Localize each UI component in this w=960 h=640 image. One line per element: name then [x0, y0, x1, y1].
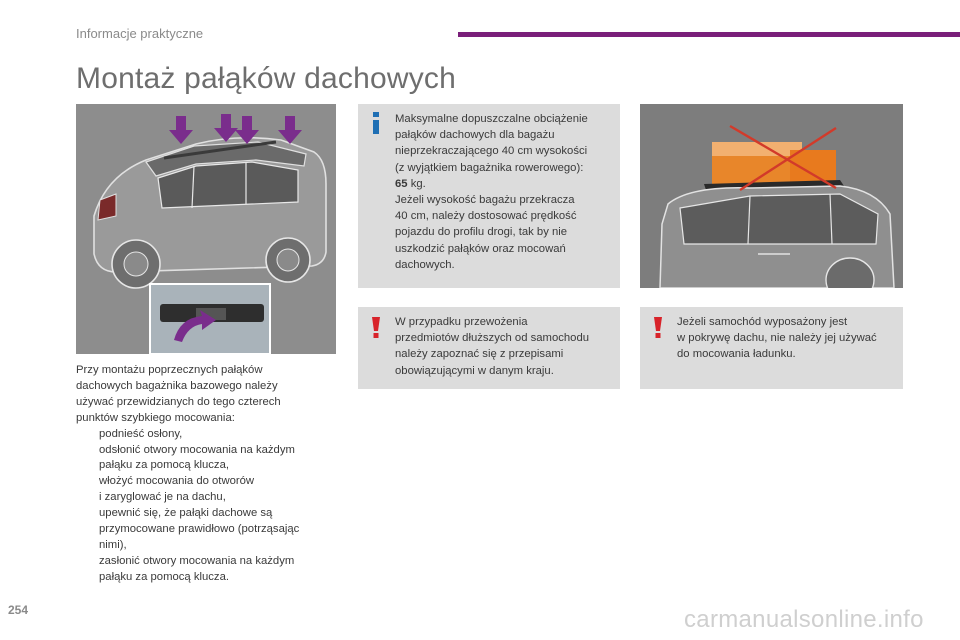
- info-box-lines-2: Jeżeli wysokość bagażu przekracza 40 cm,…: [395, 194, 577, 271]
- warning-box-sunroof: Jeżeli samochód wyposażony jest w pokryw…: [640, 307, 903, 389]
- info-box-text: Maksymalne dopuszczalne obciążenie pałąk…: [395, 111, 610, 273]
- info-box-max-load: Maksymalne dopuszczalne obciążenie pałąk…: [358, 104, 620, 288]
- watermark: carmanualsonline.info: [684, 606, 924, 633]
- car-oversize-load-illustration: [640, 104, 903, 288]
- info-icon: [373, 112, 379, 134]
- header-accent-bar: [458, 32, 960, 37]
- instruction-step: podnieść osłony,: [99, 427, 183, 440]
- car-roof-fixing-illustration: [76, 104, 336, 354]
- max-load-unit: kg.: [407, 177, 426, 190]
- instructions: Przy montażu poprzecznych pałąków dachow…: [76, 363, 338, 586]
- instruction-step: włożyć mocowania do otworów i zaryglować…: [99, 475, 255, 504]
- instruction-step: zasłonić otwory mocowania na każdym pałą…: [99, 554, 295, 583]
- exclamation-icon: [372, 317, 380, 338]
- instructions-intro: Przy montażu poprzecznych pałąków dachow…: [76, 364, 281, 424]
- instruction-steps: podnieść osłony, odsłonić otwory mocowan…: [76, 427, 338, 586]
- warning-box-long-loads: W przypadku przewożenia przedmiotów dłuż…: [358, 307, 620, 389]
- warning-sunroof-text: Jeżeli samochód wyposażony jest w pokryw…: [677, 316, 877, 361]
- page-title: Montaż pałąków dachowych: [76, 62, 457, 95]
- instruction-step: odsłonić otwory mocowania na każdym pałą…: [99, 443, 295, 472]
- warning-long-loads-text: W przypadku przewożenia przedmiotów dłuż…: [395, 316, 590, 377]
- exclamation-icon: [654, 317, 662, 338]
- max-load-value: 65: [395, 177, 408, 190]
- page-number: 254: [8, 603, 29, 617]
- instruction-step: upewnić się, że pałąki dachowe są przymo…: [99, 507, 300, 551]
- section-header: Informacje praktyczne: [76, 26, 204, 41]
- info-box-lines: Maksymalne dopuszczalne obciążenie pałąk…: [395, 113, 588, 174]
